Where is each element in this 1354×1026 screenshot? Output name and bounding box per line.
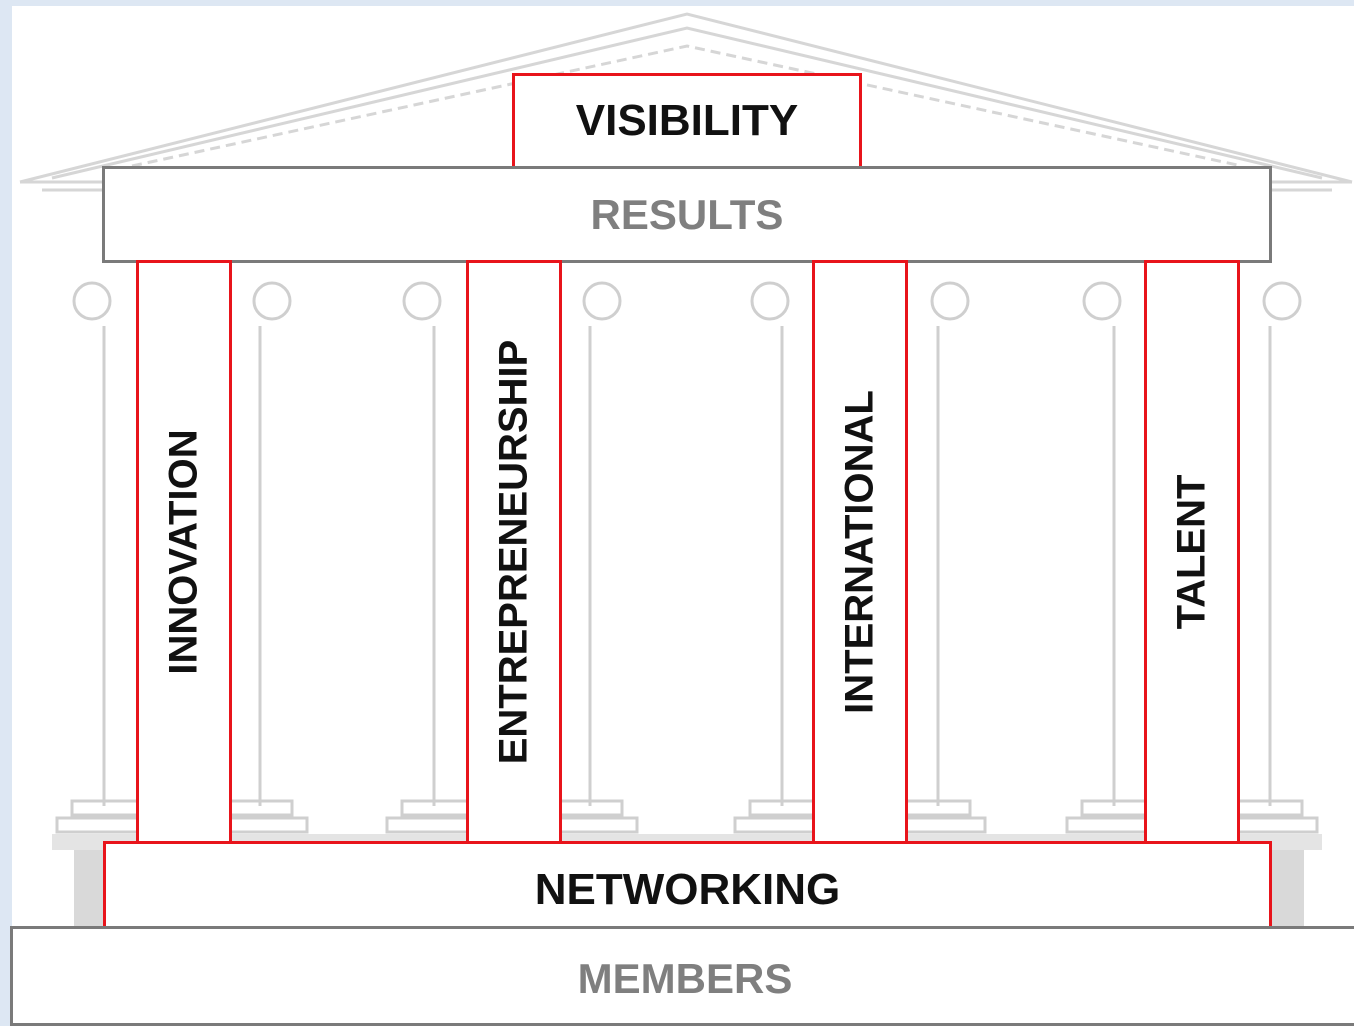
base-label: NETWORKING xyxy=(534,864,841,914)
pillar-entrepreneurship-label: ENTREPRENEURSHIP xyxy=(491,339,536,765)
pillar-innovation-label: INNOVATION xyxy=(161,429,206,675)
pillar-international: INTERNATIONAL xyxy=(812,260,908,844)
pillar-talent-label: TALENT xyxy=(1169,474,1214,630)
foundation-label: MEMBERS xyxy=(577,955,793,1002)
roof-label: VISIBILITY xyxy=(575,96,799,145)
roof-visibility-box: VISIBILITY xyxy=(512,73,862,169)
entablature-results-box: RESULTS xyxy=(102,166,1272,263)
pillar-international-label: INTERNATIONAL xyxy=(837,390,882,714)
entablature-label: RESULTS xyxy=(590,190,784,238)
foundation-members-box: MEMBERS xyxy=(10,926,1354,1026)
pillar-talent: TALENT xyxy=(1144,260,1240,844)
temple-diagram: VISIBILITY RESULTS INNOVATION ENTREPRENE… xyxy=(10,6,1354,1026)
pillar-innovation: INNOVATION xyxy=(136,260,232,844)
pillar-entrepreneurship: ENTREPRENEURSHIP xyxy=(466,260,562,844)
base-networking-box: NETWORKING xyxy=(103,841,1272,938)
